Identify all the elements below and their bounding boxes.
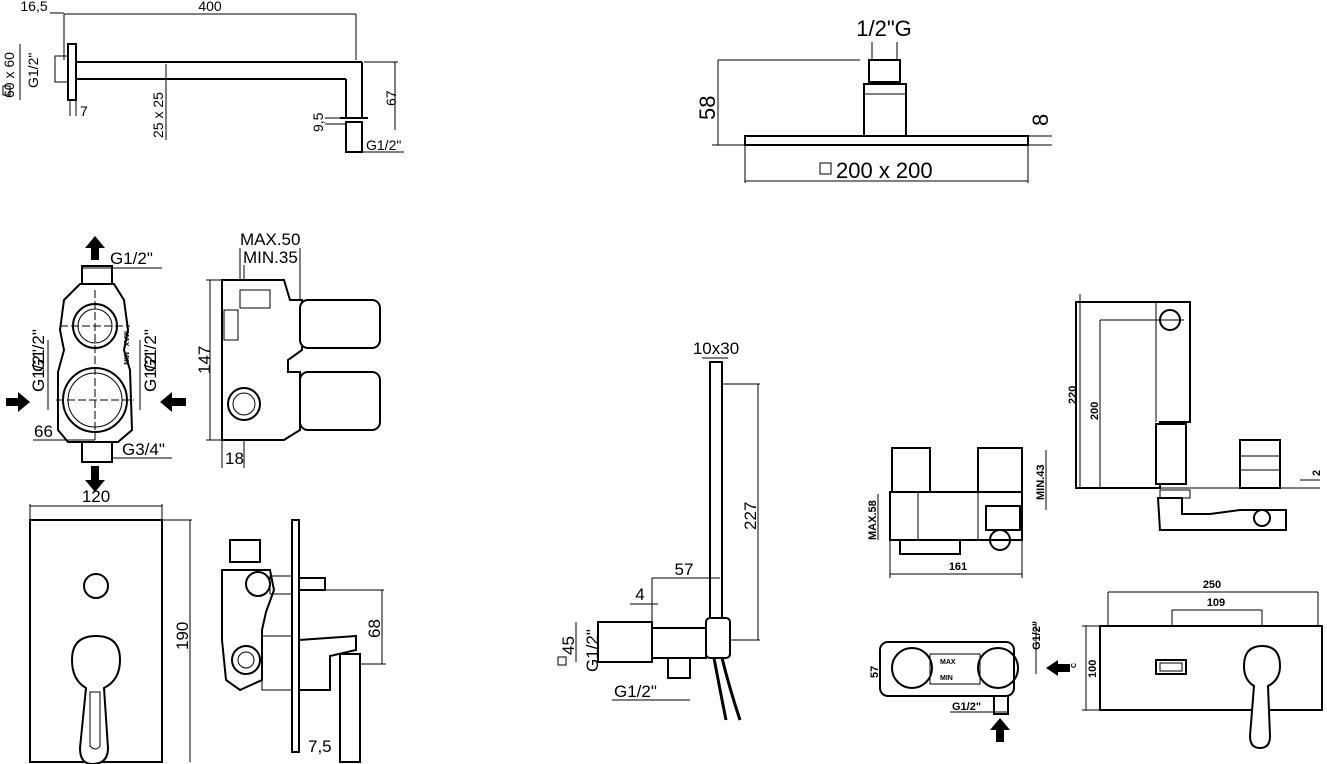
dim-g12-arm-right: G1/2": [366, 137, 401, 153]
dim-16-5: 16,5: [20, 0, 47, 14]
dim-2: 2: [1311, 470, 1323, 476]
spout-body: [1075, 301, 1191, 489]
dim-min35: MIN.35: [243, 248, 298, 267]
dim-max58: MAX.58: [867, 500, 879, 540]
arrow-down-icon: [85, 466, 105, 492]
dim-g12-bottom: G1/2": [952, 701, 981, 713]
dim-200: 200: [1089, 402, 1101, 420]
front-plate: [1099, 625, 1323, 711]
arrow-right-icon: [6, 392, 30, 412]
dim-g12-hand-b: G1/2": [614, 682, 657, 701]
dim-4: 4: [635, 585, 644, 604]
dim-18: 18: [225, 449, 244, 468]
mark-min-top: MIN: [940, 675, 953, 682]
dim-161: 161: [949, 561, 967, 573]
arrow-up-icon: [85, 236, 105, 260]
hand-shower-handle: [709, 361, 723, 621]
arrow-left-icon-2: [1046, 660, 1070, 676]
dim-400: 400: [198, 0, 222, 14]
bath-mixer-top: MAX MIN C G1/2" 57 G1/2": [869, 621, 1078, 742]
mixer-plate-front: 120 190: [29, 487, 192, 764]
arrow-left-icon: [160, 392, 186, 412]
dim-147: 147: [195, 346, 214, 374]
dim-58: 58: [695, 96, 720, 120]
mixer-lever: [70, 634, 122, 764]
dim-120: 120: [82, 487, 110, 506]
dim-g12-left-b: G1/2": [29, 349, 48, 392]
bath-mixer-side: MAX.58 MIN.43 161: [867, 447, 1047, 578]
dim-7-5: 7,5: [308, 737, 332, 756]
dim-45: 45: [559, 636, 578, 655]
dim-227: 227: [741, 502, 760, 530]
spout-view: 220 200 2: [1067, 294, 1323, 531]
dim-8: 8: [1028, 114, 1053, 126]
shower-head-plate: [744, 135, 1029, 146]
dim-g34: G3/4": [122, 440, 165, 459]
dim-250: 250: [1203, 579, 1221, 591]
front-plate-view: 250 109 100: [1082, 579, 1323, 750]
dim-9-5: 9,5: [310, 112, 326, 132]
dim-66: 66: [34, 422, 53, 441]
dim-220: 220: [1067, 386, 1079, 404]
dim-190: 190: [173, 622, 192, 650]
dim-g12-arm-left: G1/2": [25, 53, 41, 88]
mark-max: MAX: [122, 331, 129, 347]
wall-outlet: [597, 621, 653, 663]
dim-g12-right: G1/2": [141, 329, 160, 372]
dim-57: 57: [675, 560, 694, 579]
dim-max50: MAX.50: [240, 230, 300, 249]
mark-c: C: [1071, 663, 1078, 668]
diverter-side-body: [221, 279, 303, 441]
arrow-up-icon-2: [990, 718, 1010, 742]
mark-max-top: MAX: [940, 659, 956, 666]
dim-min43: MIN.43: [1035, 465, 1047, 500]
dim-g12-right-b: G1/2": [141, 349, 160, 392]
front-plate-lever: [1242, 644, 1282, 750]
dim-200x200: 200 x 200: [836, 158, 933, 183]
dim-68: 68: [365, 619, 384, 638]
dim-109: 109: [1207, 597, 1225, 609]
hand-shower-view: 10x30 227 57 4 45 G1/2" G1/2": [557, 339, 760, 721]
dim-g12-hand-a: G1/2": [583, 629, 602, 672]
dim-g12-top: G1/2": [110, 249, 153, 268]
dim-g12-left-a: G1/2": [29, 329, 48, 372]
shower-head-view: 1/2"G 58 8 200 x 200: [695, 16, 1053, 183]
diverter-knob: [83, 573, 109, 599]
mark-min: MIN: [122, 352, 129, 365]
dim-25x25: 25 x 25: [150, 92, 166, 138]
dim-thread-1-2g: 1/2"G: [856, 16, 912, 41]
mixer-plate-side: 68 7,5: [221, 519, 386, 763]
dim-7: 7: [80, 103, 88, 119]
wall-plate: [67, 43, 77, 101]
shower-arm-view: 400 16,5 60 x 60 G1/2" 7 25 x 25 67 9,5 …: [1, 0, 404, 153]
dim-100: 100: [1087, 660, 1099, 678]
dim-67: 67: [383, 90, 399, 106]
dim-10x30: 10x30: [693, 339, 739, 358]
dim-57-top: 57: [869, 666, 881, 678]
diverter-body-front: MAX MIN G1/2" G1/2" G1/2" G1/2" G1/2" 66…: [6, 236, 186, 492]
diverter-body-side: MAX.50 MIN.35 147 18: [195, 230, 381, 468]
dim-g12-right-top: G1/2": [1031, 621, 1043, 650]
